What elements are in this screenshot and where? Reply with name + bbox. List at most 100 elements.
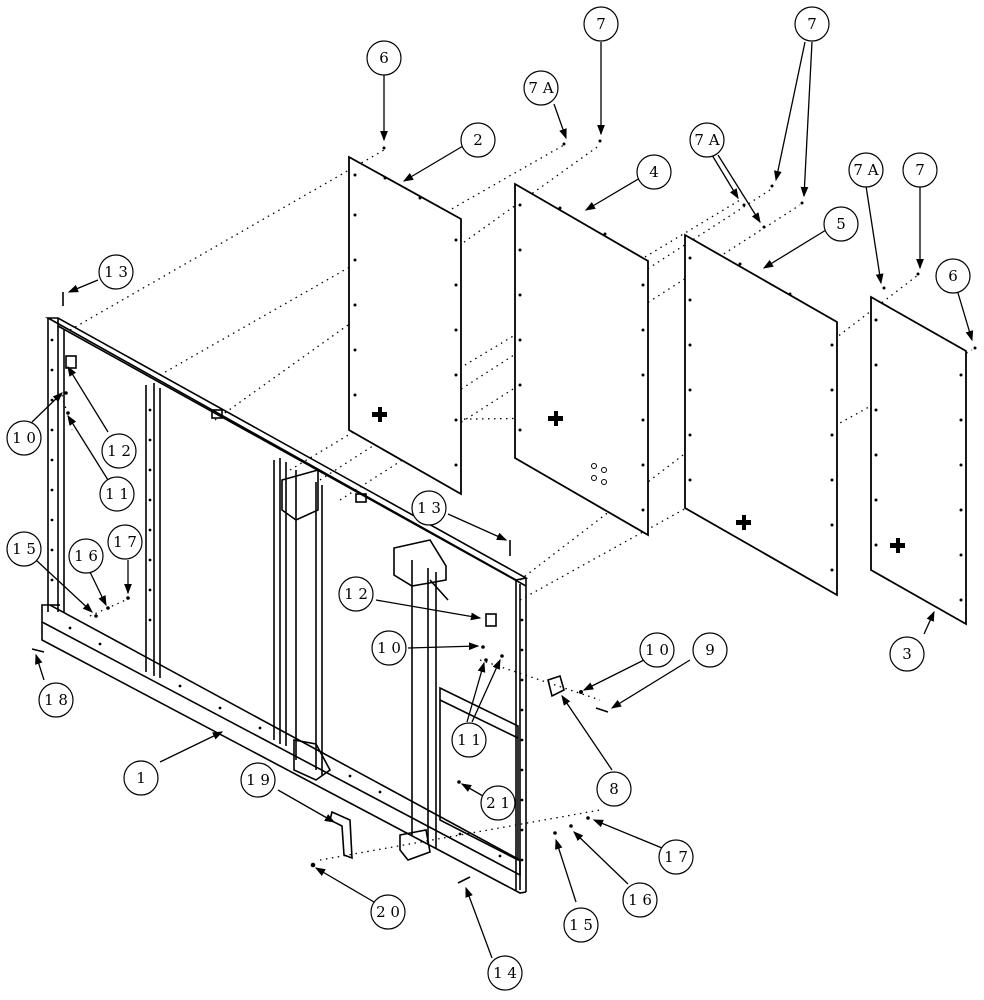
callout-c13a: 1 3 bbox=[98, 254, 134, 290]
callout-label: 1 2 bbox=[344, 585, 368, 603]
callout-circle bbox=[639, 632, 675, 668]
callout-c14: 1 4 bbox=[487, 955, 523, 991]
callout-circle bbox=[107, 524, 143, 560]
callout-label: 2 bbox=[473, 131, 483, 149]
callout-label: 1 0 bbox=[12, 429, 36, 447]
callout-label: 1 6 bbox=[74, 547, 98, 565]
callout-c20: 2 0 bbox=[370, 894, 406, 930]
callout-circle bbox=[902, 152, 938, 188]
callout-label: 1 3 bbox=[417, 499, 441, 517]
callout-label: 1 2 bbox=[107, 442, 131, 460]
callout-label: 1 5 bbox=[12, 540, 36, 558]
callout-circle bbox=[6, 420, 42, 456]
callout-circle bbox=[596, 771, 632, 807]
callout-label: 7 bbox=[807, 15, 817, 33]
callout-circle bbox=[889, 636, 925, 672]
callout-label: 3 bbox=[902, 645, 912, 663]
callout-label: 1 9 bbox=[246, 771, 270, 789]
callout-c15b: 1 5 bbox=[563, 907, 599, 943]
callout-c9: 9 bbox=[692, 632, 728, 668]
callout-circle bbox=[240, 762, 276, 798]
callout-circle bbox=[658, 839, 694, 875]
callout-circle bbox=[123, 760, 159, 796]
callout-c15a: 1 5 bbox=[6, 531, 42, 567]
callout-circle bbox=[371, 630, 407, 666]
callout-circle bbox=[98, 254, 134, 290]
callout-label: 1 1 bbox=[457, 731, 481, 749]
callout-c6b: 6 bbox=[935, 258, 971, 294]
callout-circle bbox=[460, 122, 496, 158]
callout-c16b: 1 6 bbox=[622, 882, 658, 918]
callout-circle bbox=[636, 154, 672, 190]
callout-label: 6 bbox=[379, 49, 389, 67]
callout-c8: 8 bbox=[596, 771, 632, 807]
callout-label: 6 bbox=[948, 267, 958, 285]
callout-circle bbox=[823, 206, 859, 242]
callout-label: 1 8 bbox=[44, 691, 68, 709]
callout-circle bbox=[451, 722, 487, 758]
callout-circle bbox=[411, 490, 447, 526]
panel-3 bbox=[870, 295, 967, 626]
callout-c7Ab: 7 A bbox=[689, 122, 725, 158]
callout-label: 7 A bbox=[853, 161, 878, 179]
callout-circle bbox=[523, 70, 559, 106]
callout-c16a: 1 6 bbox=[68, 538, 104, 574]
callout-c11a: 1 1 bbox=[99, 476, 135, 512]
callout-c5: 5 bbox=[823, 206, 859, 242]
callout-label: 1 7 bbox=[664, 848, 688, 866]
callout-c7c: 7 bbox=[902, 152, 938, 188]
callout-labels: 1 2 3 4 5 6 6 7 7 7 1 71 77 A7 A7 A8 9 1… bbox=[6, 6, 971, 991]
callout-circle bbox=[366, 40, 402, 76]
callout-c10b: 1 0 bbox=[371, 630, 407, 666]
leader-lines bbox=[31, 41, 974, 959]
callout-circle bbox=[935, 258, 971, 294]
callout-c1: 1 bbox=[123, 760, 159, 796]
panel-2 bbox=[348, 155, 462, 496]
callout-label: 1 0 bbox=[377, 639, 401, 657]
callout-circle bbox=[622, 882, 658, 918]
callout-label: 7 A bbox=[694, 131, 719, 149]
callout-label: 1 0 bbox=[645, 641, 669, 659]
callout-circle bbox=[487, 955, 523, 991]
callout-circle bbox=[480, 785, 516, 821]
callout-c7d: 1 7 bbox=[658, 839, 694, 875]
callout-c7a: 7 bbox=[583, 6, 619, 42]
callout-label: 1 4 bbox=[493, 964, 517, 982]
callout-c12a: 1 2 bbox=[101, 433, 137, 469]
callout-c6a: 6 bbox=[366, 40, 402, 76]
callout-c7Ac: 7 A bbox=[848, 152, 884, 188]
callout-c19: 1 9 bbox=[240, 762, 276, 798]
callout-c7b: 7 bbox=[794, 6, 830, 42]
callout-c12b: 1 2 bbox=[338, 576, 374, 612]
panel-5 bbox=[684, 233, 838, 597]
callout-label: 1 1 bbox=[105, 485, 129, 503]
callout-circle bbox=[583, 6, 619, 42]
callout-label: 4 bbox=[649, 163, 659, 181]
main-frame bbox=[41, 317, 565, 894]
callout-c3: 3 bbox=[889, 636, 925, 672]
callout-c11b: 1 1 bbox=[451, 722, 487, 758]
callout-circle bbox=[370, 894, 406, 930]
callout-circle bbox=[6, 531, 42, 567]
callout-circle bbox=[563, 907, 599, 943]
callout-c10a: 1 0 bbox=[6, 420, 42, 456]
callout-circle bbox=[338, 576, 374, 612]
callout-label: 2 1 bbox=[486, 794, 510, 812]
callout-c10c: 1 0 bbox=[639, 632, 675, 668]
callout-c2: 2 bbox=[460, 122, 496, 158]
callout-label: 1 5 bbox=[569, 916, 593, 934]
callout-label: 7 bbox=[596, 15, 606, 33]
callout-circle bbox=[101, 433, 137, 469]
callout-circle bbox=[38, 682, 74, 718]
callout-circle bbox=[848, 152, 884, 188]
callout-label: 8 bbox=[609, 780, 619, 798]
callout-circle bbox=[68, 538, 104, 574]
callout-label: 5 bbox=[836, 215, 846, 233]
callout-label: 1 3 bbox=[104, 263, 128, 281]
callout-label: 9 bbox=[705, 641, 715, 659]
callout-circle bbox=[794, 6, 830, 42]
callout-label: 2 0 bbox=[376, 903, 400, 921]
panel-4 bbox=[514, 182, 649, 537]
